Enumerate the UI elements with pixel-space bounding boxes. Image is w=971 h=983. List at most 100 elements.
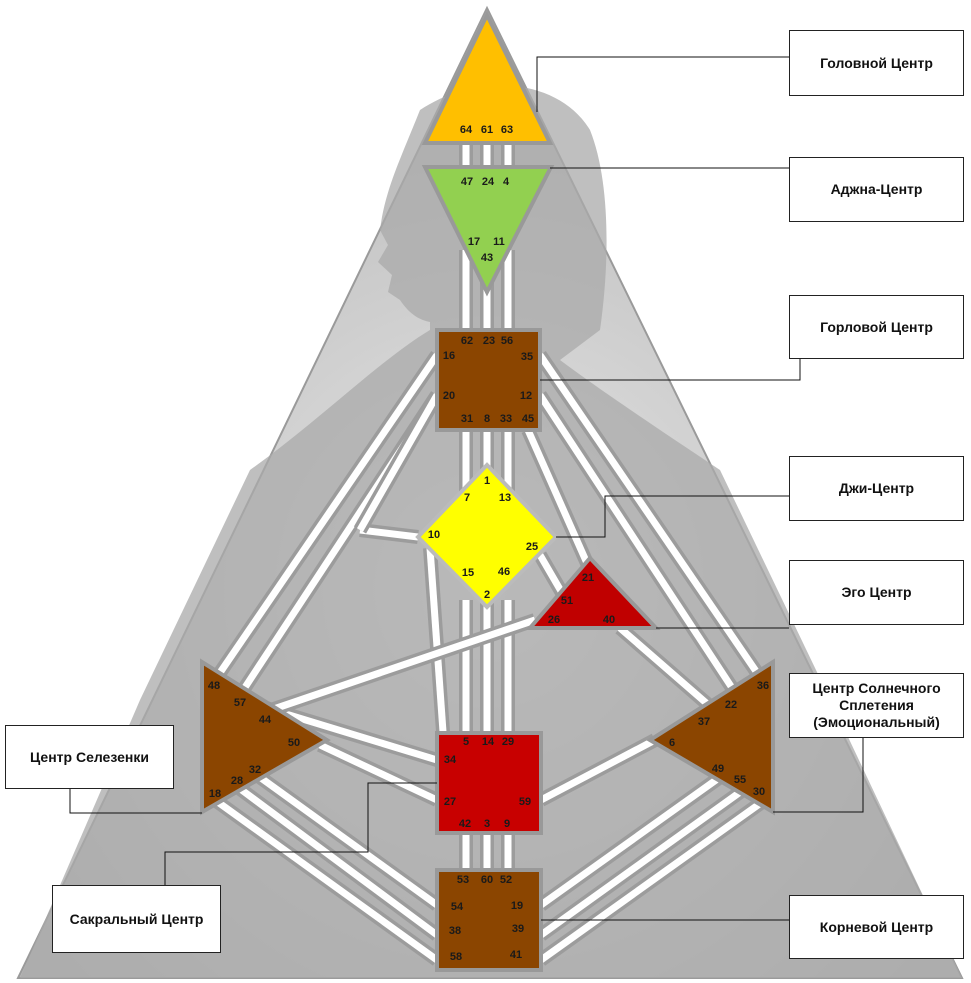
solar-plexus-center <box>646 658 775 816</box>
gate-59: 59 <box>519 796 531 808</box>
gate-42: 42 <box>459 818 471 830</box>
gate-63: 63 <box>501 124 513 136</box>
channel <box>232 782 440 938</box>
gate-64: 64 <box>460 124 473 136</box>
gate-55: 55 <box>734 774 746 786</box>
gate-32: 32 <box>249 764 261 776</box>
gate-40: 40 <box>603 614 615 626</box>
gate-52: 52 <box>500 874 512 886</box>
solar-plexus-center-label: Центр Солнечного Сплетения (Эмоциональны… <box>789 673 964 738</box>
ego-center-label: Эго Центр <box>789 560 964 625</box>
gate-54: 54 <box>451 901 464 913</box>
gate-4: 4 <box>503 176 510 188</box>
gate-46: 46 <box>498 566 510 578</box>
gate-35: 35 <box>521 351 533 363</box>
ajna-center <box>421 165 555 297</box>
gate-43: 43 <box>481 252 493 264</box>
g-leader <box>556 495 789 538</box>
head-leader <box>536 56 789 112</box>
channel <box>318 741 439 804</box>
gate-17: 17 <box>468 236 480 248</box>
gate-49: 49 <box>712 763 724 775</box>
gate-24: 24 <box>482 176 495 188</box>
gate-1: 1 <box>484 475 490 487</box>
gate-22: 22 <box>725 699 737 711</box>
gate-48: 48 <box>208 680 220 692</box>
gate-13: 13 <box>499 492 511 504</box>
gate-34: 34 <box>444 754 457 766</box>
gate-19: 19 <box>511 900 523 912</box>
gate-28: 28 <box>231 775 243 787</box>
gate-56: 56 <box>501 335 513 347</box>
gate-6: 6 <box>669 737 675 749</box>
gate-23: 23 <box>483 335 495 347</box>
throat-center <box>435 328 542 432</box>
gate-20: 20 <box>443 390 455 402</box>
gate-25: 25 <box>526 541 538 553</box>
gate-41: 41 <box>510 949 522 961</box>
throat-center-label: Горловой Центр <box>789 295 964 359</box>
centers <box>200 10 775 972</box>
gate-30: 30 <box>753 786 765 798</box>
gate-51: 51 <box>561 595 573 607</box>
solar-plexus-leader <box>773 737 864 813</box>
channel <box>212 353 440 682</box>
channel <box>617 625 723 718</box>
gate-57: 57 <box>234 697 246 709</box>
ajna-center-label: Аджна-Центр <box>789 157 964 222</box>
gate-14: 14 <box>482 736 495 748</box>
sacral-center <box>435 731 543 835</box>
gate-38: 38 <box>449 925 461 937</box>
gate-18: 18 <box>209 788 221 800</box>
gate-27: 27 <box>444 796 456 808</box>
channel <box>538 767 733 908</box>
channel <box>538 797 768 963</box>
spleen-leader <box>69 788 202 814</box>
gate-9: 9 <box>504 818 510 830</box>
head-center-label: Головной Центр <box>789 30 964 96</box>
gate-3: 3 <box>484 818 490 830</box>
gate-60: 60 <box>481 874 493 886</box>
channel <box>524 428 594 572</box>
gate-58: 58 <box>450 951 462 963</box>
spleen-center-label: Центр Селезенки <box>5 725 174 789</box>
gate-44: 44 <box>259 714 272 726</box>
sacral-leader <box>164 782 437 885</box>
channel <box>247 767 440 908</box>
gate-21: 21 <box>582 572 594 584</box>
gate-15: 15 <box>462 567 474 579</box>
gate-12: 12 <box>520 390 532 402</box>
gate-62: 62 <box>461 335 473 347</box>
gate-5: 5 <box>463 736 469 748</box>
gate-33: 33 <box>500 413 512 425</box>
root-center <box>435 868 543 972</box>
gate-61: 61 <box>481 124 493 136</box>
root-center-label: Корневой Центр <box>789 895 964 959</box>
channel <box>537 393 743 702</box>
throat-leader <box>540 358 801 381</box>
g-center <box>415 462 559 610</box>
channel <box>538 782 753 938</box>
channel <box>263 616 537 716</box>
sacral-center-label: Сакральный Центр <box>52 885 221 953</box>
gate-8: 8 <box>484 413 490 425</box>
gate-2: 2 <box>484 589 490 601</box>
spleen-center <box>200 658 331 816</box>
head-center <box>421 10 554 145</box>
gate-45: 45 <box>522 413 534 425</box>
gate-39: 39 <box>512 923 524 935</box>
channel <box>212 797 440 963</box>
channel <box>359 526 419 541</box>
g-center-label: Джи-Центр <box>789 456 964 521</box>
channel <box>356 393 441 532</box>
gate-26: 26 <box>548 614 560 626</box>
gate-36: 36 <box>757 680 769 692</box>
channel <box>539 736 657 804</box>
gate-31: 31 <box>461 413 473 425</box>
gate-37: 37 <box>698 716 710 728</box>
leader-lines <box>69 56 864 921</box>
gate-11: 11 <box>493 236 505 248</box>
ego-center <box>525 555 661 630</box>
